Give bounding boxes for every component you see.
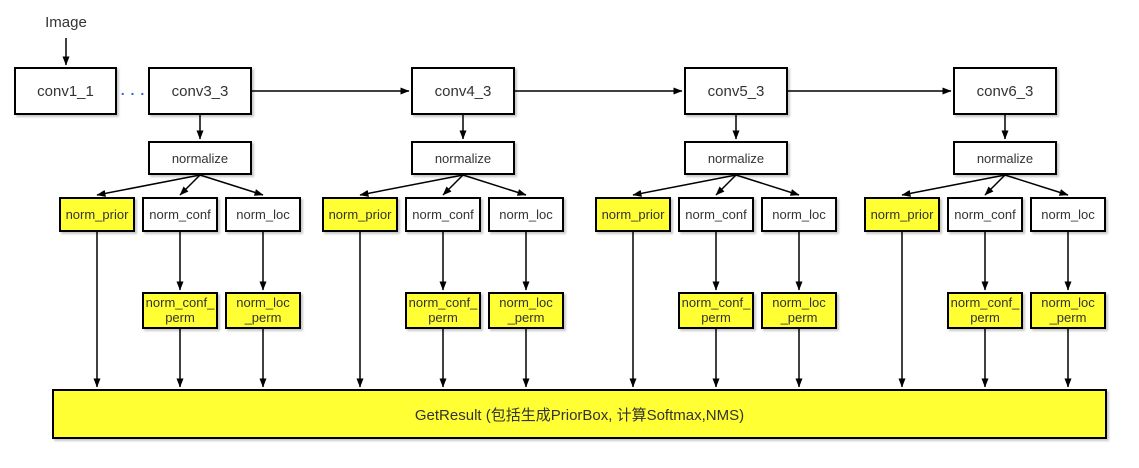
norm-conf-box-2: norm_conf (405, 197, 481, 232)
norm-loc-box-3: norm_loc (761, 197, 837, 232)
conv3-3-box: conv3_3 (148, 67, 252, 115)
normalize-box-3: normalize (684, 141, 788, 175)
norm-conf-perm-box-2: norm_conf_ perm (405, 292, 481, 329)
normalize-box-4: normalize (953, 141, 1057, 175)
norm-prior-box-4: norm_prior (864, 197, 940, 232)
normalize-box-1: normalize (148, 141, 252, 175)
norm-prior-box-3: norm_prior (595, 197, 671, 232)
conv1-1-box: conv1_1 (14, 67, 117, 115)
norm-conf-perm-box-1: norm_conf_ perm (142, 292, 218, 329)
norm-loc-perm-box-2: norm_loc _perm (488, 292, 564, 329)
norm-conf-perm-box-3: norm_conf_ perm (678, 292, 754, 329)
norm-loc-box-2: norm_loc (488, 197, 564, 232)
normalize-box-2: normalize (411, 141, 515, 175)
input-image-label: Image (45, 14, 87, 31)
ellipsis-dots: . . . (120, 82, 146, 98)
conv6-3-box: conv6_3 (953, 67, 1057, 115)
conv4-3-box: conv4_3 (411, 67, 515, 115)
norm-conf-box-3: norm_conf (678, 197, 754, 232)
conv5-3-box: conv5_3 (684, 67, 788, 115)
getresult-box: GetResult (包括生成PriorBox, 计算Softmax,NMS) (52, 389, 1107, 439)
norm-loc-box-1: norm_loc (225, 197, 301, 232)
norm-conf-box-4: norm_conf (947, 197, 1023, 232)
norm-conf-box-1: norm_conf (142, 197, 218, 232)
norm-loc-perm-box-3: norm_loc _perm (761, 292, 837, 329)
norm-prior-box-2: norm_prior (322, 197, 398, 232)
norm-conf-perm-box-4: norm_conf_ perm (947, 292, 1023, 329)
norm-loc-perm-box-4: norm_loc _perm (1030, 292, 1106, 329)
norm-loc-perm-box-1: norm_loc _perm (225, 292, 301, 329)
norm-loc-box-4: norm_loc (1030, 197, 1106, 232)
norm-prior-box-1: norm_prior (59, 197, 135, 232)
